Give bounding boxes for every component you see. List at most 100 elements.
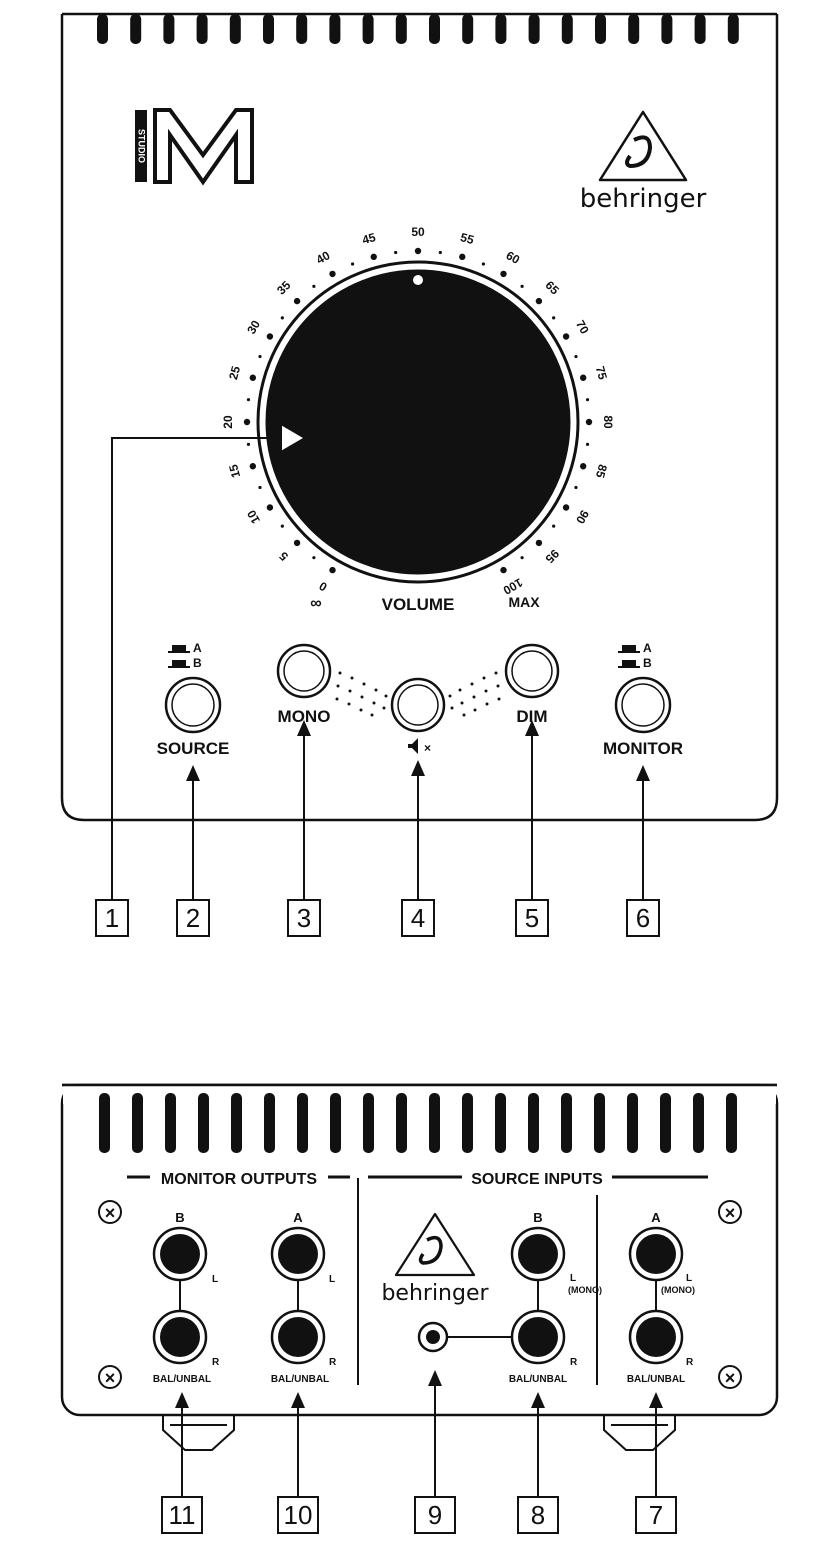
vent-slot (163, 14, 175, 44)
scale-label: 50 (411, 225, 425, 239)
scale-major-dot (500, 566, 507, 574)
source-ab-indicator: A B (168, 641, 202, 670)
svg-text:behringer: behringer (381, 1281, 489, 1306)
rear-arrowheads (175, 1370, 663, 1408)
screw-icon-bottom-left: × (98, 1365, 122, 1389)
monitor-out-a-left-jack[interactable] (270, 1226, 326, 1282)
scale-minor-dot (438, 250, 442, 255)
indicator-dot (350, 676, 354, 680)
source-in-a-right-jack[interactable] (628, 1309, 684, 1365)
dim-button[interactable] (504, 643, 560, 699)
dim-label: DIM (516, 707, 547, 726)
scale-major-dot (500, 270, 507, 278)
mono-button[interactable] (276, 643, 332, 699)
indicator-dot (462, 713, 466, 717)
scale-label: 75 (593, 365, 610, 382)
scale-label: 35 (274, 278, 294, 298)
svg-text:R: R (212, 1357, 220, 1368)
indicator-dot (484, 689, 488, 693)
vent-slot (628, 14, 640, 44)
vent-slot (264, 1093, 275, 1153)
scale-minor-dot (258, 354, 262, 359)
svg-text:2: 2 (186, 903, 200, 933)
monitor-out-a-right-jack[interactable] (270, 1309, 326, 1365)
top-vent-slots (97, 14, 739, 44)
indicator-dot (382, 706, 386, 710)
indicator-dot (485, 702, 489, 706)
scale-label: 10 (244, 507, 263, 526)
monitor-out-b-left-jack[interactable] (152, 1226, 208, 1282)
scale-major-dot (579, 374, 587, 381)
scale-minor-dot (520, 284, 524, 288)
button-dot-arcs (335, 671, 501, 717)
svg-text:×: × (105, 1368, 116, 1388)
svg-text:R: R (686, 1357, 694, 1368)
rear-callout-lines (181, 1402, 657, 1500)
svg-text:B: B (533, 1210, 542, 1225)
indicator-dot (384, 694, 388, 698)
svg-text:A: A (293, 1210, 303, 1225)
source-in-a-left-jack[interactable] (628, 1226, 684, 1282)
scale-label: 0 (316, 579, 329, 595)
svg-text:8: 8 (531, 1500, 545, 1530)
vent-slot (462, 14, 474, 44)
indicator-dot (494, 671, 498, 675)
scale-label: 60 (504, 248, 523, 267)
callout-10: 10 (277, 1496, 319, 1534)
vent-slot (727, 14, 739, 44)
vent-slot (330, 1093, 341, 1153)
indicator-dot (496, 684, 500, 688)
scale-minor-dot (520, 556, 524, 560)
source-input-a: A L (MONO) R BAL/UNBAL (627, 1210, 695, 1385)
svg-text:9: 9 (428, 1500, 442, 1530)
callout-4: 4 (401, 899, 435, 937)
svg-text:L: L (570, 1273, 576, 1284)
min-label: ∞ (310, 595, 321, 612)
callout-5: 5 (515, 899, 549, 937)
mute-button[interactable] (390, 677, 446, 733)
scale-major-dot (266, 504, 274, 511)
scale-minor-dot (585, 398, 590, 402)
indicator-dot (497, 697, 501, 701)
vent-slot (229, 14, 241, 44)
scale-label: 25 (226, 364, 243, 381)
svg-text:×: × (725, 1203, 736, 1223)
vent-slot (660, 1093, 671, 1153)
svg-text:BAL/UNBAL: BAL/UNBAL (153, 1374, 211, 1385)
scale-minor-dot (312, 556, 316, 560)
source-mini-jack[interactable] (417, 1321, 449, 1353)
svg-text:×: × (424, 741, 431, 755)
volume-knob[interactable] (256, 260, 580, 584)
scale-label: 65 (543, 278, 563, 298)
svg-text:R: R (329, 1357, 337, 1368)
behringer-swoosh-icon-rear (418, 1235, 443, 1265)
source-in-b-left-jack[interactable] (510, 1226, 566, 1282)
source-in-b-right-jack[interactable] (510, 1309, 566, 1365)
indicator-dot (362, 682, 366, 686)
monitor-out-b-right-jack[interactable] (152, 1309, 208, 1365)
scale-label: 30 (244, 318, 263, 337)
vent-slot (693, 1093, 704, 1153)
source-button[interactable] (164, 676, 222, 734)
top-arrowheads (186, 720, 650, 781)
indicator-dot (450, 706, 454, 710)
callout-1: 1 (95, 899, 129, 937)
monitor-button[interactable] (614, 676, 672, 734)
scale-minor-dot (552, 316, 556, 320)
indicator-dot (460, 701, 464, 705)
studio-m-logo: STUDIO (135, 108, 254, 186)
vent-slot (726, 1093, 737, 1153)
vent-slot (362, 14, 374, 44)
vent-slot (231, 1093, 242, 1153)
callout-7: 7 (635, 1496, 677, 1534)
callout-11: 11 (161, 1496, 203, 1534)
scale-major-dot (414, 247, 422, 255)
svg-text:BAL/UNBAL: BAL/UNBAL (627, 1374, 685, 1385)
indicator-dot (372, 701, 376, 705)
scale-major-dot (249, 463, 257, 470)
svg-text:BAL/UNBAL: BAL/UNBAL (509, 1374, 567, 1385)
callout-3: 3 (287, 899, 321, 937)
svg-text:A: A (643, 641, 652, 655)
